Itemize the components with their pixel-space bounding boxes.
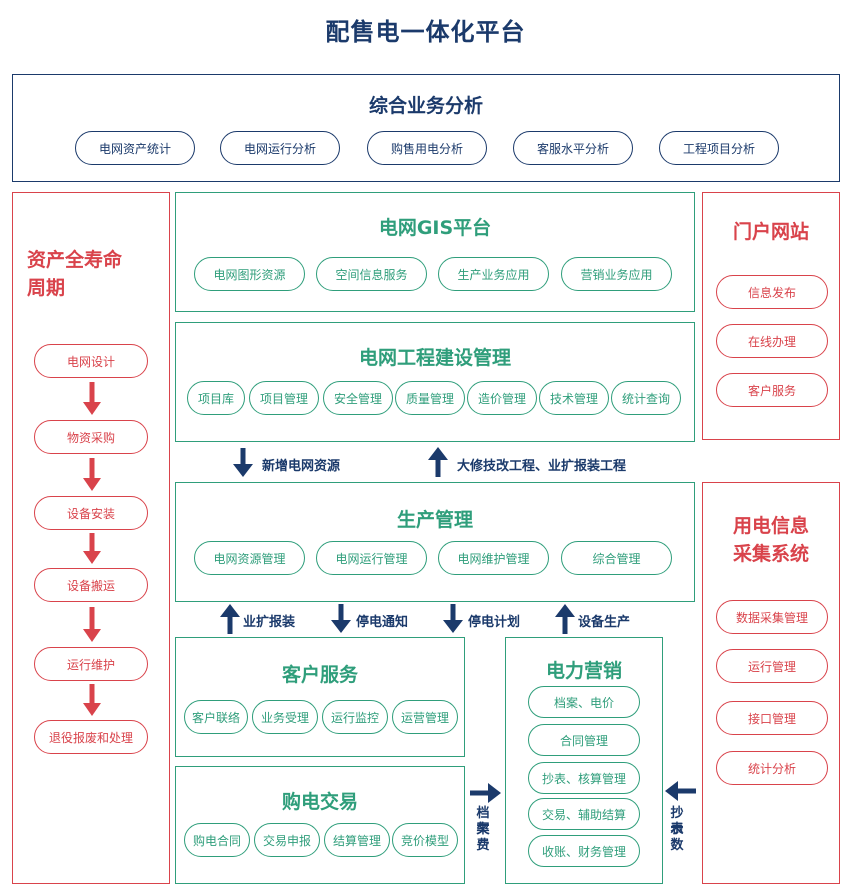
collection-title-line1: 用电信息 [732,515,809,537]
flow-label-expansion: 业扩报装 [243,615,296,630]
power-purchase-title: 购电交易 [281,791,358,813]
flow-label-meter-1: 抄表 [670,806,684,837]
production-item-general[interactable]: 综合管理 [561,541,672,575]
engineering-item-quality[interactable]: 质量管理 [395,381,465,415]
flow-label-equipment-production: 设备生产 [578,615,631,630]
portal-item-customer-service[interactable]: 客户服务 [716,373,828,407]
engineering-item-statistics[interactable]: 统计查询 [611,381,681,415]
arrow-down-icon [83,607,101,642]
lifecycle-step-maintenance[interactable]: 运行维护 [34,647,148,681]
customer-service-panel: 客户服务 客户联络 业务受理 运行监控 运营管理 [175,637,465,757]
analysis-item-project[interactable]: 工程项目分析 [659,131,779,165]
lifecycle-step-procurement[interactable]: 物资采购 [34,420,148,454]
flow-label-outage-plan: 停电计划 [468,615,521,630]
marketing-item-archive-price[interactable]: 档案、电价 [528,686,640,718]
flow-label-archive-fee-1: 档案 [476,806,490,837]
gis-panel: 电网GIS平台 电网图形资源 空间信息服务 生产业务应用 营销业务应用 [175,192,695,312]
analysis-title: 综合业务分析 [368,95,483,117]
arrow-left-icon [665,781,696,801]
customer-service-title: 客户服务 [281,664,358,686]
collection-panel: 用电信息 采集系统 数据采集管理 运行管理 接口管理 统计分析 [702,482,840,884]
lifecycle-title-line2: 周期 [27,277,66,299]
production-item-operation[interactable]: 电网运行管理 [316,541,427,575]
portal-item-publish[interactable]: 信息发布 [716,275,828,309]
production-panel: 生产管理 电网资源管理 电网运行管理 电网维护管理 综合管理 [175,482,695,602]
arrow-up-icon [428,447,448,477]
production-title: 生产管理 [396,509,473,531]
arrow-down-icon [83,382,101,415]
engineering-item-safety[interactable]: 安全管理 [323,381,393,415]
flow-label-new-resource: 新增电网资源 [262,459,341,474]
lifecycle-title-line1: 资产全寿命 [27,249,123,271]
engineering-item-cost[interactable]: 造价管理 [467,381,537,415]
production-item-maintenance[interactable]: 电网维护管理 [438,541,549,575]
collection-title-line2: 采集系统 [732,543,809,565]
customer-service-item-operations[interactable]: 运营管理 [392,700,458,734]
arrow-down-icon [83,533,101,564]
power-purchase-item-declaration[interactable]: 交易申报 [254,823,320,857]
portal-item-online[interactable]: 在线办理 [716,324,828,358]
marketing-item-contract[interactable]: 合同管理 [528,724,640,756]
page-title: 配售电一体化平台 [325,18,526,46]
flow-label-meter-2: 示数 [670,822,684,853]
collection-item-data[interactable]: 数据采集管理 [716,600,828,634]
analysis-panel: 综合业务分析 电网资产统计 电网运行分析 购售用电分析 客服水平分析 工程项目分… [12,74,840,182]
arrow-right-icon [470,783,501,803]
analysis-item-grid-operation[interactable]: 电网运行分析 [220,131,340,165]
arrow-down-icon [83,458,101,491]
lifecycle-step-relocation[interactable]: 设备搬运 [34,568,148,602]
production-item-resource[interactable]: 电网资源管理 [194,541,305,575]
lifecycle-panel: 资产全寿命 周期 电网设计 物资采购 设备安装 设备搬运 运行维护 退役报废和处… [12,192,170,884]
power-purchase-item-bidding[interactable]: 竞价模型 [392,823,458,857]
customer-service-item-acceptance[interactable]: 业务受理 [252,700,318,734]
power-purchase-item-settlement[interactable]: 结算管理 [324,823,390,857]
analysis-item-asset-stats[interactable]: 电网资产统计 [75,131,195,165]
analysis-item-service-level[interactable]: 客服水平分析 [513,131,633,165]
lifecycle-step-installation[interactable]: 设备安装 [34,496,148,530]
gis-item-production[interactable]: 生产业务应用 [438,257,549,291]
engineering-title: 电网工程建设管理 [358,347,511,369]
flow-label-overhaul: 大修技改工程、业扩报装工程 [457,459,627,474]
arrow-down-icon [83,684,101,716]
portal-panel: 门户网站 信息发布 在线办理 客户服务 [702,192,840,440]
flow-label-outage-notice: 停电通知 [356,615,409,630]
analysis-item-purchase-sales[interactable]: 购售用电分析 [367,131,487,165]
arrow-up-icon [220,604,240,634]
gis-item-marketing[interactable]: 营销业务应用 [561,257,672,291]
portal-title: 门户网站 [732,221,809,243]
marketing-panel: 电力营销 档案、电价 合同管理 抄表、核算管理 交易、辅助结算 收账、财务管理 [505,637,663,884]
lifecycle-step-retirement[interactable]: 退役报废和处理 [34,720,148,754]
gis-title: 电网GIS平台 [378,217,492,239]
collection-item-statistics[interactable]: 统计分析 [716,751,828,785]
marketing-item-metering[interactable]: 抄表、核算管理 [528,762,640,794]
power-purchase-panel: 购电交易 购电合同 交易申报 结算管理 竞价模型 [175,766,465,884]
collection-item-operation[interactable]: 运行管理 [716,649,828,683]
gis-item-spatial[interactable]: 空间信息服务 [316,257,427,291]
marketing-item-transaction[interactable]: 交易、辅助结算 [528,798,640,830]
customer-service-item-contact[interactable]: 客户联络 [184,700,248,734]
engineering-item-technical[interactable]: 技术管理 [539,381,609,415]
engineering-panel: 电网工程建设管理 项目库 项目管理 安全管理 质量管理 造价管理 技术管理 统计… [175,322,695,442]
collection-item-interface[interactable]: 接口管理 [716,701,828,735]
flow-label-archive-fee-2: 欠费 [476,822,490,853]
marketing-item-collection[interactable]: 收账、财务管理 [528,835,640,867]
customer-service-item-monitoring[interactable]: 运行监控 [322,700,388,734]
arrow-down-icon [233,448,253,477]
lifecycle-step-design[interactable]: 电网设计 [34,344,148,378]
power-purchase-item-contract[interactable]: 购电合同 [184,823,250,857]
arrow-down-icon [331,604,351,633]
arrow-up-icon [555,604,575,634]
engineering-item-project-library[interactable]: 项目库 [187,381,245,415]
engineering-item-project-mgmt[interactable]: 项目管理 [249,381,319,415]
marketing-title: 电力营销 [545,660,622,682]
arrow-down-icon [443,604,463,633]
gis-item-graphics[interactable]: 电网图形资源 [194,257,305,291]
